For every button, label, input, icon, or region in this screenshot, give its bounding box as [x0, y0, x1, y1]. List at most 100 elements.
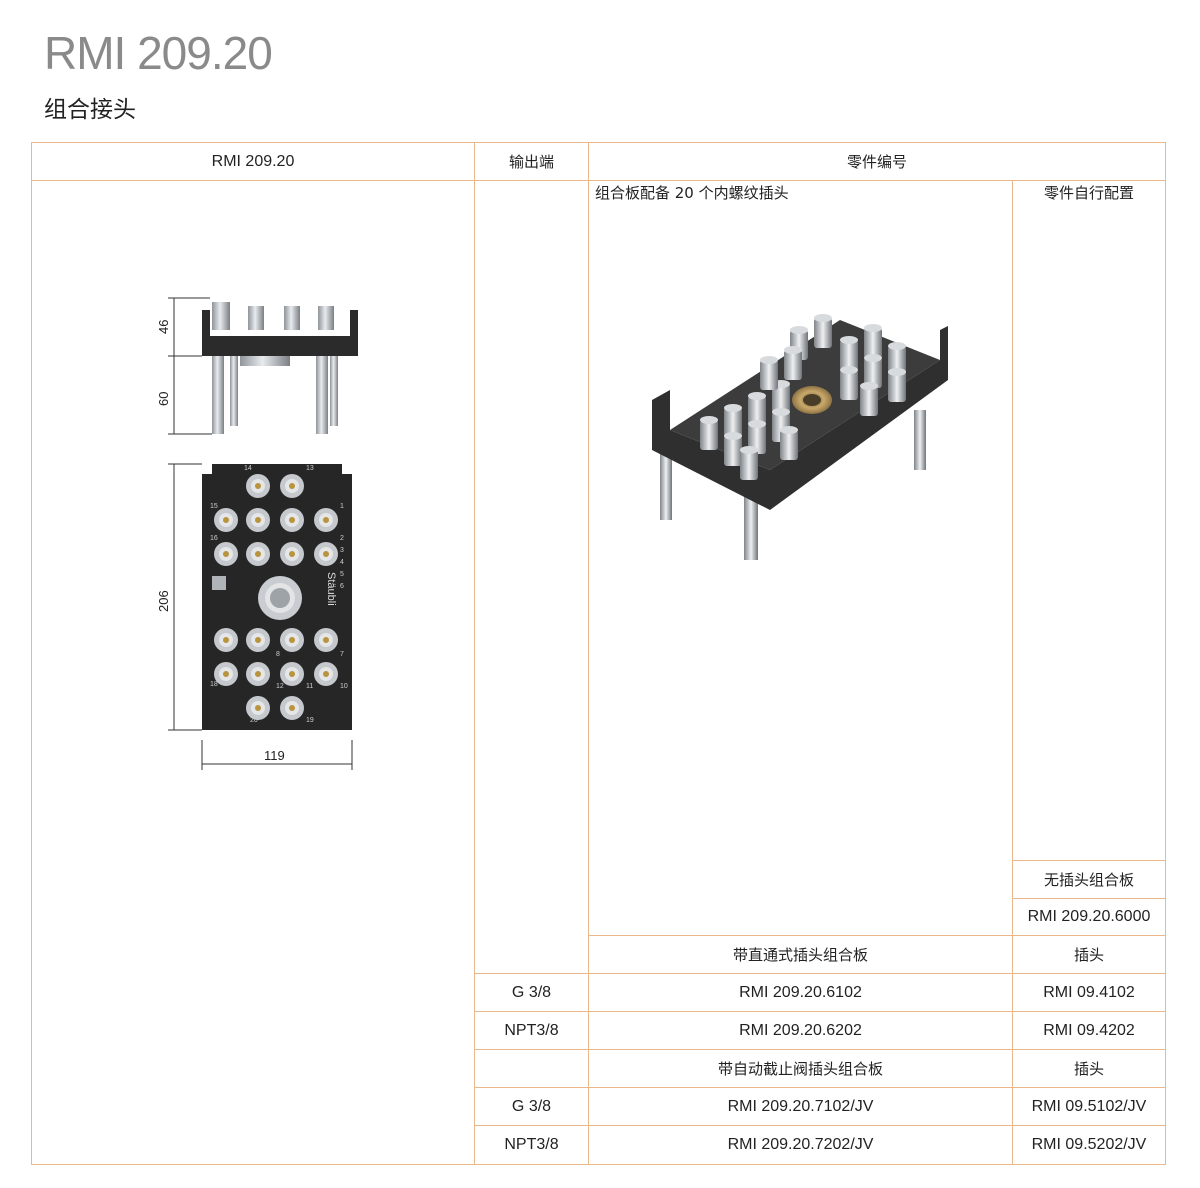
plate-without-couplings-part: RMI 209.20.6000: [1027, 908, 1151, 925]
coupling-cap: [888, 368, 906, 376]
coupling-cap: [840, 366, 858, 374]
coupling-body: [760, 360, 778, 390]
col-divider-2: [588, 143, 589, 1164]
dim-height-label: 206: [156, 590, 171, 612]
coupling-cap: [784, 346, 802, 354]
coupling-body: [864, 358, 882, 388]
coupling-cap: [760, 356, 778, 364]
coupling-cap: [724, 432, 742, 440]
coupling-port-core: [255, 705, 261, 711]
row-divider-5: [474, 1125, 1165, 1126]
port-number-label: 3: [340, 547, 344, 554]
coupling-port-core: [289, 705, 295, 711]
coupling-body: [772, 384, 790, 414]
coupling-body: [860, 386, 878, 416]
plate-with-couplings-label: 组合板配备 20 个内螺纹插头: [595, 184, 789, 202]
coupling-body: [840, 340, 858, 370]
section-straight-title: 带直通式插头组合板: [732, 946, 868, 964]
coupling-cap: [724, 404, 742, 412]
coupling-port-core: [223, 551, 229, 557]
coupling-port-core: [223, 517, 229, 523]
coupling-port-core: [289, 517, 295, 523]
port-number-label: 5: [340, 571, 344, 578]
valve-row-1-plate: RMI 209.20.7102/JV: [727, 1097, 874, 1115]
coupling-cap: [814, 314, 832, 322]
port-number-label: 20: [250, 717, 258, 724]
port-number-label: 13: [306, 465, 314, 472]
plate-without-couplings-label: 无插头组合板: [1043, 871, 1134, 889]
self-config-divider-1: [1012, 860, 1165, 861]
coupling-cap: [772, 408, 790, 416]
coupling-port-core: [323, 517, 329, 523]
port-number-label: 6: [340, 583, 344, 590]
straight-row-1-coupling: RMI 09.4102: [1043, 983, 1135, 1001]
product-photo: [652, 314, 948, 560]
coupling-cap: [748, 420, 766, 428]
row-divider-2: [474, 1011, 1165, 1012]
dim-legs-label: 60: [156, 392, 171, 406]
coupling-body: [724, 408, 742, 438]
self-config-label: 零件自行配置: [1043, 184, 1134, 202]
section-valve-coupling-header: 插头: [1073, 1060, 1104, 1078]
coupling-port-core: [255, 483, 261, 489]
row-divider-4: [474, 1087, 1165, 1088]
coupling-body: [700, 420, 718, 450]
col-divider-1: [474, 143, 475, 1164]
coupling-port-core: [289, 671, 295, 677]
straight-row-1-plate: RMI 209.20.6102: [739, 983, 862, 1001]
coupling-port-core: [289, 637, 295, 643]
row-divider-1: [474, 973, 1165, 974]
side-dimensions: [168, 297, 212, 435]
port-number-label: 7: [340, 651, 344, 658]
brand-label: Stäubli: [325, 572, 337, 606]
port-number-label: 18: [210, 681, 218, 688]
product-table: RMI 209.20 输出端 零件编号 组合板配备 20 个内螺纹插头 零件自行…: [31, 142, 1166, 1165]
coupling-cap: [790, 326, 808, 334]
header-output: 输出端: [508, 153, 554, 171]
port-number-label: 8: [276, 651, 280, 658]
col-divider-3: [1012, 180, 1013, 1164]
coupling-body: [840, 370, 858, 400]
coupling-port-core: [289, 551, 295, 557]
header-model: RMI 209.20: [211, 152, 295, 170]
valve-row-2-output: NPT3/8: [504, 1136, 559, 1153]
coupling-port-core: [289, 483, 295, 489]
dim-width-label: 119: [264, 748, 285, 763]
coupling-cap: [700, 416, 718, 424]
coupling-port-core: [223, 637, 229, 643]
coupling-cap: [864, 324, 882, 332]
row-divider-3: [474, 1049, 1165, 1050]
coupling-body: [780, 430, 798, 460]
coupling-port-core: [223, 671, 229, 677]
port-number-label: 4: [340, 559, 344, 566]
coupling-port-core: [255, 551, 261, 557]
coupling-cap: [864, 354, 882, 362]
coupling-cap: [748, 392, 766, 400]
coupling-port-core: [323, 671, 329, 677]
coupling-body: [888, 346, 906, 376]
port-number-label: 1: [340, 503, 344, 510]
port-number-label: 12: [276, 683, 284, 690]
coupling-port-core: [255, 671, 261, 677]
coupling-cap: [888, 342, 906, 350]
coupling-body: [724, 436, 742, 466]
side-view: [202, 302, 358, 434]
page-subtitle: 组合接头: [44, 97, 136, 123]
coupling-port-core: [255, 637, 261, 643]
straight-row-1-output: G 3/8: [511, 983, 552, 1001]
port-number-label: 14: [244, 465, 252, 472]
port-number-label: 15: [210, 503, 218, 510]
straight-row-2-plate: RMI 209.20.6202: [739, 1021, 862, 1039]
coupling-body: [740, 450, 758, 480]
valve-row-2-coupling: RMI 09.5202/JV: [1031, 1136, 1147, 1153]
valve-row-1-output: G 3/8: [511, 1097, 552, 1115]
header-row-divider: [32, 180, 1165, 181]
valve-row-1-coupling: RMI 09.5102/JV: [1031, 1097, 1147, 1115]
section-straight-coupling-header: 插头: [1073, 946, 1104, 964]
coupling-body: [864, 328, 882, 358]
port-number-label: 19: [306, 717, 314, 724]
section-valve-title: 带自动截止阀插头组合板: [717, 1060, 883, 1078]
straight-row-2-output: NPT3/8: [504, 1021, 559, 1039]
port-number-label: 11: [306, 683, 313, 690]
coupling-body: [814, 318, 832, 348]
